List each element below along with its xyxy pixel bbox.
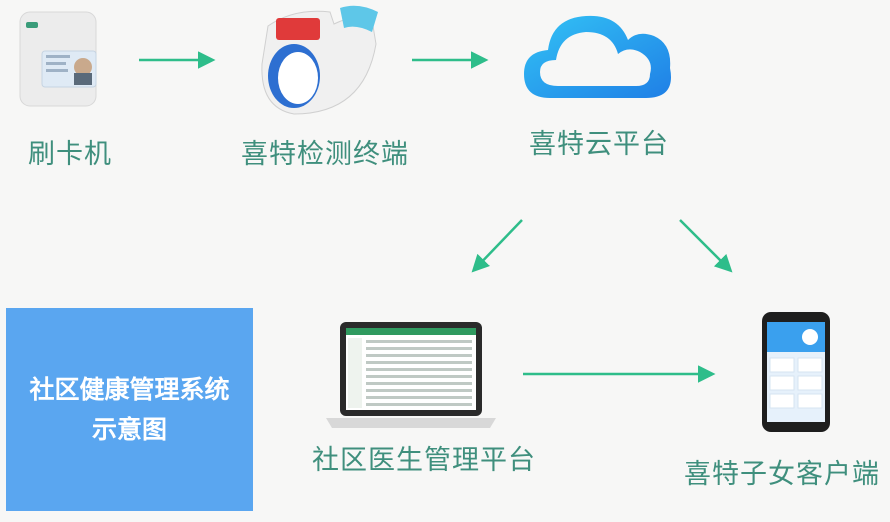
cloud-icon xyxy=(524,15,671,98)
card-reader-icon xyxy=(19,11,97,107)
system-title-line2: 示意图 xyxy=(91,414,167,444)
card-reader-label: 刷卡机 xyxy=(28,139,112,170)
cloud-platform-label: 喜特云平台 xyxy=(529,129,669,160)
terminal-label: 喜特检测终端 xyxy=(241,139,409,170)
arrow-cloud-to-family xyxy=(679,219,733,273)
terminal-device-icon xyxy=(261,5,378,115)
doctor-platform-label: 社区医生管理平台 xyxy=(312,445,536,476)
system-title-line1: 社区健康管理系统 xyxy=(29,374,230,404)
family-app-label: 喜特子女客户端 xyxy=(684,459,880,490)
arrow-cloud-to-doctor xyxy=(471,219,523,273)
laptop-icon xyxy=(326,322,496,428)
phone-icon xyxy=(762,312,830,432)
system-title-box: 社区健康管理系统 示意图 xyxy=(6,308,253,511)
